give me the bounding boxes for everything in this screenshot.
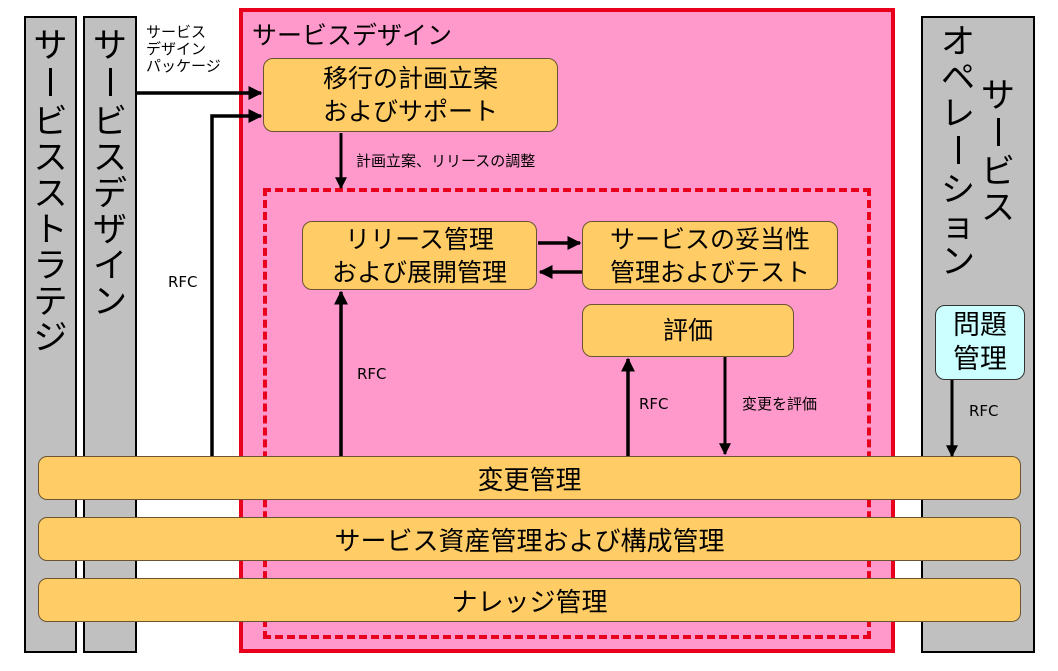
operation-char: ョ (941, 206, 975, 246)
service-design-label: サ ビ ス デ ザ イ ン (85, 28, 135, 320)
strategy-char: ラ (33, 246, 68, 286)
rfc-release-label: RFC (357, 365, 387, 383)
box-line: および展開管理 (331, 257, 507, 287)
transition-planning-box: 移行の計画立案 およびサポート (263, 58, 558, 132)
operation-char: ビ (981, 152, 1015, 192)
evaluate-change-label: 変更を評価 (742, 395, 818, 413)
box-line: 管理 (953, 343, 1007, 375)
main-title: サービスデザイン (252, 21, 453, 50)
operation-line-1: サ ビ ス (981, 78, 1015, 226)
strategy-char: テ (33, 282, 68, 322)
release-management-box: リリース管理 および展開管理 (302, 221, 537, 290)
design-char: ン (93, 282, 127, 322)
bar-label: サービス資産管理および構成管理 (334, 526, 725, 557)
design-char: サ (93, 26, 127, 66)
box-line: 移行の計画立案 (322, 64, 498, 93)
box-line: サービスの妥当性 (609, 224, 810, 254)
box-line: リリース管理 (345, 224, 494, 254)
bar-label: 変更管理 (477, 465, 582, 496)
label-line: デザイン (146, 40, 207, 58)
operation-line-2: オ ペ レ シ ョ ン (941, 24, 975, 280)
rfc-eval-label: RFC (639, 395, 669, 413)
rfc-problem-label: RFC (969, 402, 999, 420)
box-line: 問題 (953, 309, 1007, 341)
evaluation-box: 評価 (582, 304, 794, 357)
strategy-char: ス (33, 174, 68, 214)
dashed-region (263, 188, 871, 639)
operation-char: レ (941, 94, 975, 134)
operation-char: ペ (941, 58, 975, 98)
asset-config-management-bar: サービス資産管理および構成管理 (38, 517, 1021, 561)
label-line: パッケージ (146, 57, 221, 75)
operation-char: シ (941, 170, 975, 210)
design-char: イ (93, 246, 127, 286)
design-char: ザ (93, 210, 127, 250)
strategy-char: ト (33, 210, 68, 250)
box-line: 評価 (662, 316, 713, 345)
design-char: ビ (93, 102, 127, 142)
design-char: デ (93, 174, 127, 214)
operation-char: オ (941, 22, 975, 62)
service-operation-label: サ ビ ス オ ペ レ シ ョ ン (923, 24, 1033, 280)
box-line: およびサポート (322, 97, 498, 126)
operation-char: ス (981, 188, 1015, 228)
change-management-bar: 変更管理 (38, 456, 1021, 500)
validation-testing-box: サービスの妥当性 管理およびテスト (582, 221, 838, 290)
service-strategy-column: サ ビ ス ス ト ラ テ ジ (24, 16, 77, 653)
label-line: サービス (146, 23, 207, 41)
service-design-package-label: サービス デザイン パッケージ (146, 24, 221, 75)
operation-char: ン (941, 242, 975, 282)
operation-char: サ (981, 76, 1015, 116)
design-char: ス (93, 138, 127, 178)
problem-management-box: 問題 管理 (935, 305, 1025, 380)
rfc-left-arrow (210, 109, 263, 456)
service-strategy-label: サ ビ ス ス ト ラ テ ジ (26, 28, 75, 356)
box-line: 管理およびテスト (609, 257, 810, 287)
strategy-char: サ (33, 26, 68, 66)
rfc-left-label: RFC (168, 273, 198, 291)
knowledge-management-bar: ナレッジ管理 (38, 578, 1021, 622)
strategy-char: ジ (33, 318, 68, 358)
bar-label: ナレッジ管理 (451, 587, 608, 618)
strategy-char: ス (33, 138, 68, 178)
plan-release-coordination-label: 計画立案、リリースの調整 (356, 152, 536, 170)
strategy-char: ビ (33, 102, 68, 142)
